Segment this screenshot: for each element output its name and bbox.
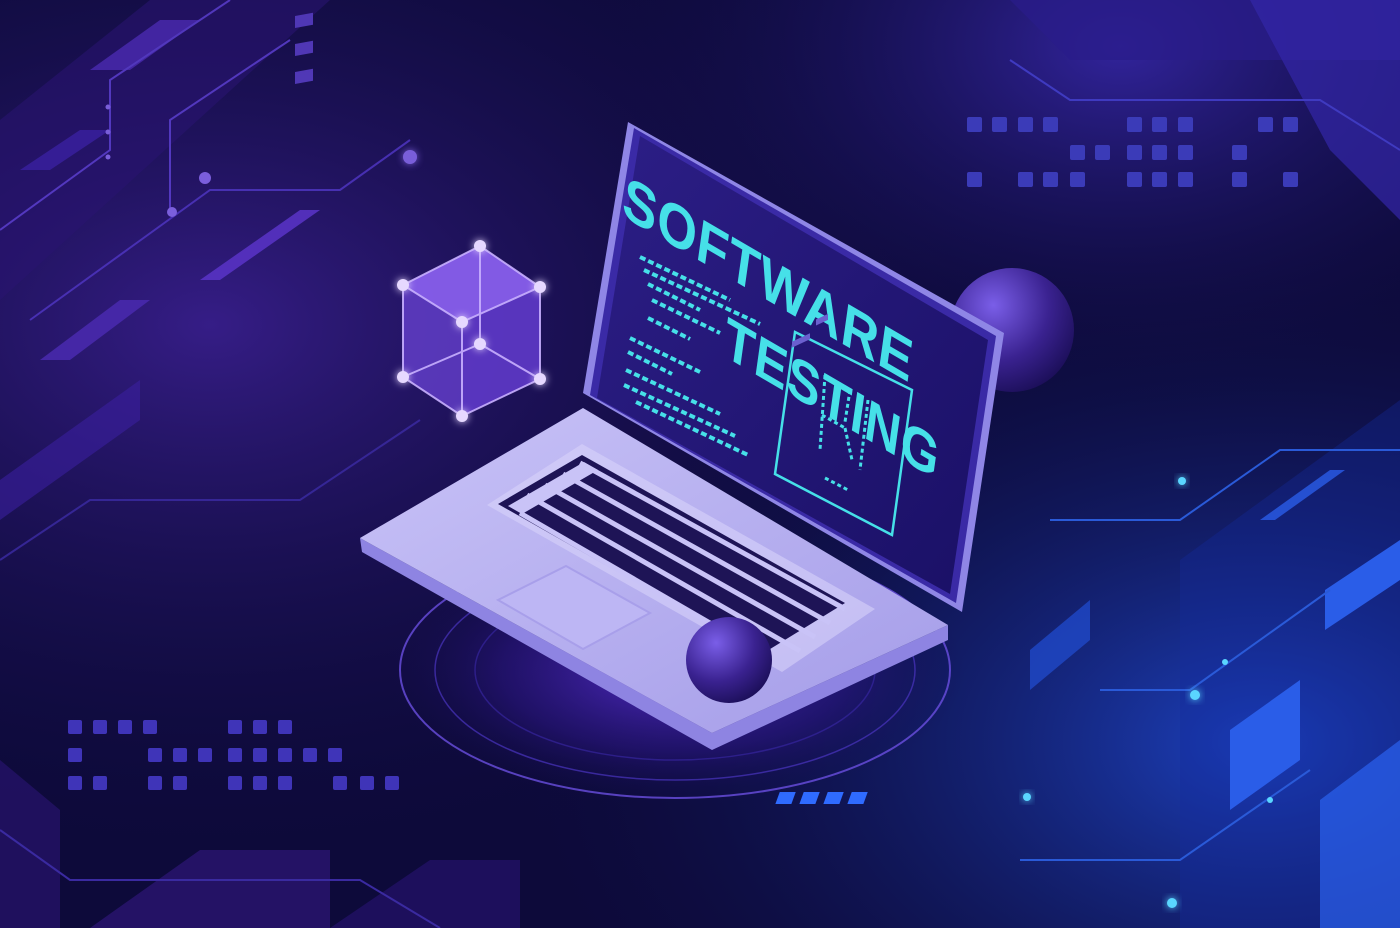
circuit-pattern-right xyxy=(775,400,1400,928)
bug-glyph xyxy=(818,373,870,492)
dot-grid-top-right xyxy=(967,117,1298,187)
laptop-screen xyxy=(597,136,988,594)
keyboard xyxy=(487,444,875,672)
circuit-pattern-left xyxy=(0,0,421,561)
sphere-icon xyxy=(686,617,772,703)
trackpad xyxy=(495,564,653,651)
glowing-cube-icon xyxy=(397,240,546,422)
dot-grid-bottom-left xyxy=(68,720,399,790)
screen-frame xyxy=(773,330,914,537)
code-lines xyxy=(623,255,761,457)
circuit-pattern-top-right xyxy=(930,0,1400,220)
circuit-pattern-bottom-left xyxy=(0,760,520,928)
